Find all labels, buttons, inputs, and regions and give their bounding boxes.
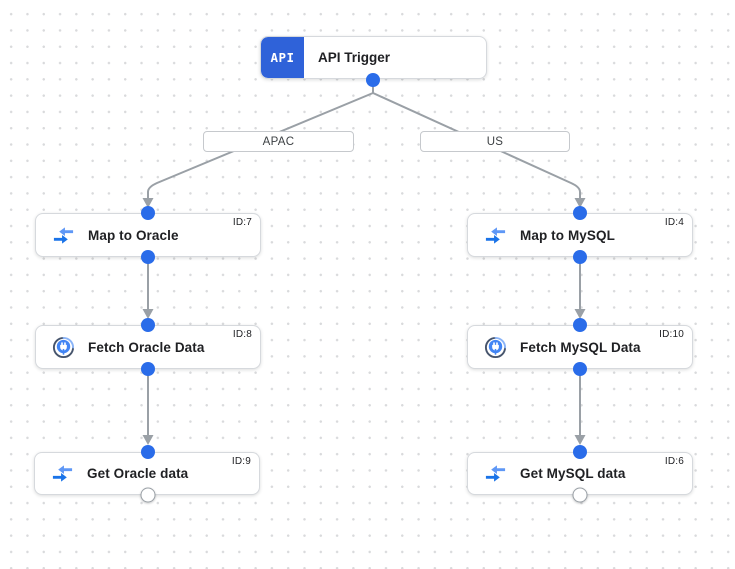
port-out[interactable] xyxy=(573,250,587,264)
task-label: Map to Oracle xyxy=(88,227,179,243)
port-in[interactable] xyxy=(141,445,155,459)
port-terminal[interactable] xyxy=(140,487,156,503)
port-out[interactable] xyxy=(573,362,587,376)
api-badge-icon: API xyxy=(261,37,304,78)
node-api-trigger[interactable]: API API Trigger xyxy=(260,36,487,79)
branch-label-us[interactable]: US xyxy=(420,131,570,152)
task-label: Fetch Oracle Data xyxy=(88,339,205,355)
task-label: Map to MySQL xyxy=(520,227,615,243)
data-mapping-icon xyxy=(51,462,74,485)
data-mapping-icon xyxy=(484,462,507,485)
task-id-badge: ID:10 xyxy=(659,329,684,340)
task-label: Fetch MySQL Data xyxy=(520,339,641,355)
edge-branch-us xyxy=(372,92,581,199)
task-id-badge: ID:4 xyxy=(664,217,684,228)
task-id-badge: ID:7 xyxy=(232,217,252,228)
port-in[interactable] xyxy=(573,318,587,332)
task-id-badge: ID:9 xyxy=(231,456,251,467)
branch-label-text: US xyxy=(486,135,504,148)
arrowhead xyxy=(142,435,154,445)
node-map-to-oracle[interactable]: Map to Oracle ID:7 xyxy=(35,213,261,257)
branch-label-apac[interactable]: APAC xyxy=(203,131,354,152)
data-mapping-icon xyxy=(52,224,75,247)
connector-icon xyxy=(484,336,507,359)
port-in[interactable] xyxy=(141,206,155,220)
connector-icon xyxy=(52,336,75,359)
node-map-to-mysql[interactable]: Map to MySQL ID:4 xyxy=(467,213,693,257)
port-trigger-out[interactable] xyxy=(366,73,380,87)
port-out[interactable] xyxy=(141,362,155,376)
node-fetch-oracle-data[interactable]: Fetch Oracle Data ID:8 xyxy=(35,325,261,369)
arrowhead xyxy=(574,435,586,445)
port-in[interactable] xyxy=(573,206,587,220)
task-id-badge: ID:6 xyxy=(664,456,684,467)
arrowhead xyxy=(574,309,586,319)
task-label: Get MySQL data xyxy=(520,466,626,481)
node-fetch-mysql-data[interactable]: Fetch MySQL Data ID:10 xyxy=(467,325,693,369)
port-out[interactable] xyxy=(141,250,155,264)
arrowhead xyxy=(142,309,154,319)
port-terminal[interactable] xyxy=(572,487,588,503)
trigger-label: API Trigger xyxy=(318,50,391,65)
data-mapping-icon xyxy=(484,224,507,247)
edge-branch-apac xyxy=(147,92,374,199)
arrowhead xyxy=(142,198,154,208)
branch-label-text: APAC xyxy=(262,135,295,148)
arrowhead xyxy=(574,198,586,208)
port-in[interactable] xyxy=(141,318,155,332)
task-id-badge: ID:8 xyxy=(232,329,252,340)
task-label: Get Oracle data xyxy=(87,466,189,481)
port-in[interactable] xyxy=(573,445,587,459)
